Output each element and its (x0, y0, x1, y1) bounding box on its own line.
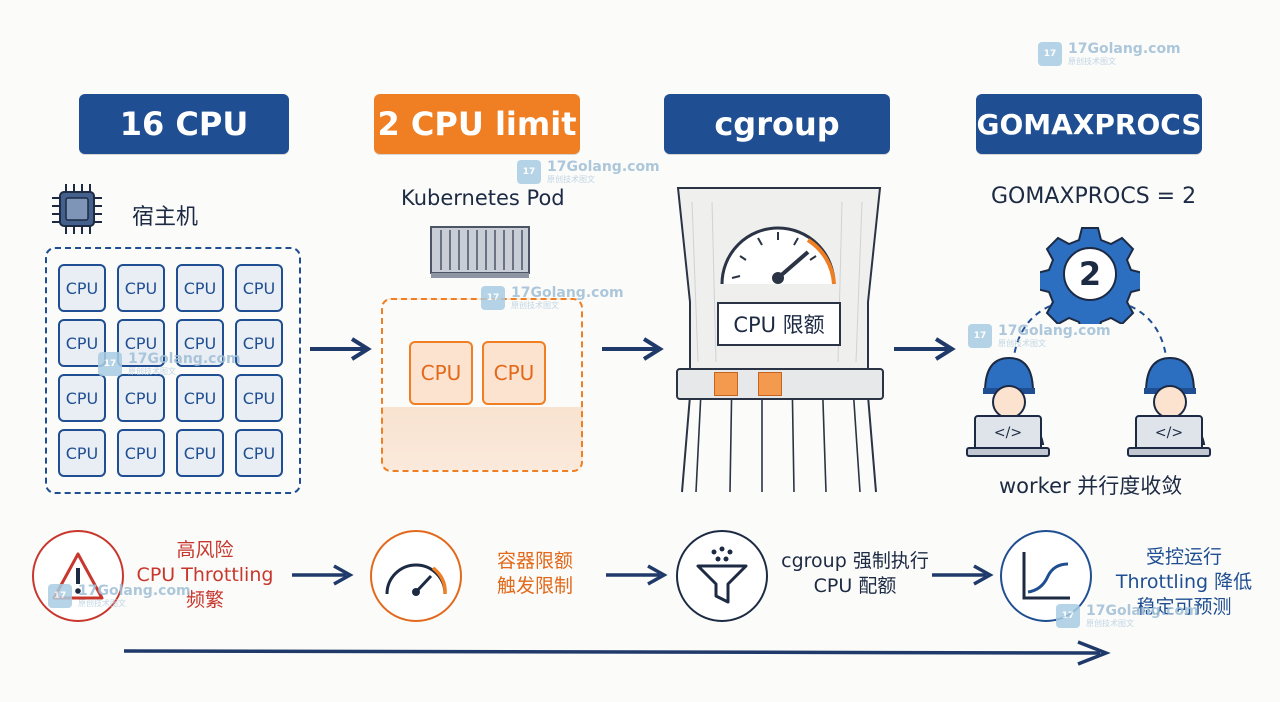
watermark-tagline: 原创技术图文 (511, 301, 559, 310)
limit-text: 容器限额 触发限制 (470, 549, 600, 599)
worker-icon-1 (966, 356, 1050, 457)
cgroup-slot-1 (714, 372, 738, 396)
watermark-tagline: 原创技术图文 (78, 599, 126, 608)
arrow-pod-to-cgroup (602, 337, 664, 361)
host-cpu-grid (45, 247, 301, 494)
chip-icon (52, 184, 102, 234)
arrow-cgroup-to-gomaxprocs (894, 337, 956, 361)
risk-line-3: 频繁 (185, 589, 224, 611)
watermark-logo: 17 (98, 352, 122, 376)
watermark-logo: 17 (481, 286, 505, 310)
enforce-circle (676, 530, 768, 622)
risk-line-1: 高风险 (176, 539, 234, 561)
host-label: 宿主机 (132, 205, 199, 230)
header-cgroup: cgroup (664, 94, 890, 154)
risk-text: 高风险 CPU Throttling 频繁 (130, 538, 280, 613)
arrow-bottom-2 (606, 564, 668, 586)
enforce-line-1: cgroup 强制执行 (781, 550, 929, 572)
enforce-line-2: CPU 配额 (813, 575, 897, 597)
host-cpu-4: CPU (235, 264, 283, 312)
pod-cpu-2: CPU (482, 341, 546, 405)
stable-line-3: 稳定可预测 (1136, 596, 1232, 618)
watermark-logo: 17 (968, 324, 992, 348)
gear-icon (1040, 227, 1140, 324)
pod-label: Kubernetes Pod (401, 186, 565, 210)
host-cpu-6: CPU (117, 319, 165, 367)
stable-text: 受控运行 Throttling 降低 稳定可预测 (1106, 545, 1262, 620)
watermark-tagline: 原创技术图文 (1068, 57, 1116, 66)
limit-circle (370, 530, 462, 622)
host-cpu-16: CPU (235, 429, 283, 477)
watermark-logo: 17 (1056, 604, 1080, 628)
arrow-host-to-pod (310, 337, 372, 361)
limit-line-2: 触发限制 (496, 575, 573, 597)
risk-line-2: CPU Throttling (136, 564, 274, 586)
timeline-arrow (123, 640, 1111, 666)
cgroup-slot-2 (758, 372, 782, 396)
limit-line-1: 容器限额 (496, 550, 573, 572)
header-cpu-limit: 2 CPU limit (374, 94, 580, 154)
arrow-bottom-1 (292, 564, 354, 586)
watermark-site: 17Golang.com (128, 351, 241, 367)
code-glyph-2: </> (1154, 425, 1184, 441)
risk-circle (32, 530, 124, 622)
watermark-site: 17Golang.com (998, 323, 1111, 339)
host-cpu-13: CPU (58, 429, 106, 477)
dashed-connectors (1013, 305, 1167, 357)
gomaxprocs-value: GOMAXPROCS = 2 (991, 184, 1197, 209)
worker-label: worker 并行度收敛 (999, 474, 1183, 498)
pod-cpu-1: CPU (409, 341, 473, 405)
worker-icon-2 (1127, 356, 1211, 457)
watermark-site: 17Golang.com (1068, 41, 1181, 57)
header-gomaxprocs: GOMAXPROCS (976, 94, 1202, 154)
host-cpu-3: CPU (176, 264, 224, 312)
host-cpu-14: CPU (117, 429, 165, 477)
host-cpu-11: CPU (176, 374, 224, 422)
host-cpu-15: CPU (176, 429, 224, 477)
watermark-logo: 17 (1038, 42, 1062, 66)
host-cpu-7: CPU (176, 319, 224, 367)
header-host-cpu: 16 CPU (79, 94, 289, 154)
funnel-icon (696, 546, 748, 604)
watermark-site: 17Golang.com (547, 159, 660, 175)
host-cpu-1: CPU (58, 264, 106, 312)
watermark-tagline: 原创技术图文 (1086, 619, 1134, 628)
host-cpu-10: CPU (117, 374, 165, 422)
watermark-logo: 17 (48, 584, 72, 608)
stable-line-2: Throttling 降低 (1115, 571, 1253, 593)
watermark-tagline: 原创技术图文 (547, 175, 595, 184)
gauge-icon-large (720, 226, 836, 285)
code-glyph-1: </> (993, 425, 1023, 441)
host-cpu-2: CPU (117, 264, 165, 312)
host-cpu-8: CPU (235, 319, 283, 367)
arrow-bottom-3 (932, 564, 994, 586)
gauge-icon (385, 563, 447, 596)
curve-chart-icon (1022, 552, 1070, 600)
container-icon (430, 226, 530, 278)
host-cpu-12: CPU (235, 374, 283, 422)
host-cpu-9: CPU (58, 374, 106, 422)
watermark-site: 17Golang.com (1086, 603, 1199, 619)
watermark-logo: 17 (517, 160, 541, 184)
stable-line-1: 受控运行 (1145, 546, 1222, 568)
gear-number: 2 (1078, 255, 1102, 293)
enforce-text: cgroup 强制执行 CPU 配额 (772, 549, 938, 599)
cpu-quota-label: CPU 限额 (717, 302, 841, 346)
watermark-tagline: 原创技术图文 (998, 339, 1046, 348)
watermark-site: 17Golang.com (511, 285, 624, 301)
watermark-site: 17Golang.com (78, 583, 191, 599)
watermark-tagline: 原创技术图文 (128, 367, 176, 376)
